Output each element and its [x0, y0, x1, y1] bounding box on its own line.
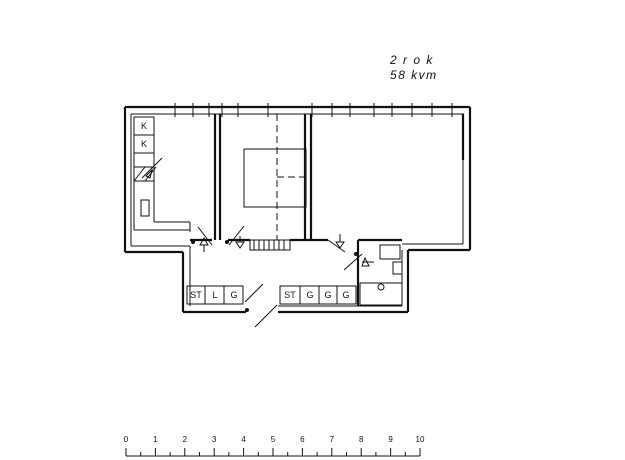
windows [174, 103, 453, 117]
scale-tick-label: 5 [271, 435, 276, 444]
doors [191, 225, 374, 328]
kitchen-cabinet-label: K [141, 121, 147, 131]
closet-right: ST G G G [279, 285, 357, 305]
closet-left: ST L G [186, 285, 244, 305]
scale-tick-label: 0 [124, 435, 129, 444]
scale-tick-label: 4 [241, 435, 246, 444]
scale-tick-label: 3 [212, 435, 217, 444]
closet-label: G [306, 290, 313, 300]
scale-tick-label: 8 [359, 435, 364, 444]
kitchen-cabinet-label: K [141, 139, 147, 149]
scale-tick-label: 2 [183, 435, 188, 444]
scale-bar: 0 1 2 3 4 5 6 7 8 9 10 [124, 435, 425, 457]
kitchen: K K [133, 116, 191, 232]
room-count-label: 2 r o k [389, 53, 434, 67]
outer-walls [123, 105, 472, 314]
scale-tick-label: 6 [300, 435, 305, 444]
closet-label: G [342, 290, 349, 300]
scale-tick-label: 9 [388, 435, 393, 444]
bed [243, 114, 307, 240]
area-label: 58 kvm [390, 68, 438, 82]
bathroom [359, 244, 403, 306]
closet-label: L [212, 290, 217, 300]
closet-label: ST [190, 290, 202, 300]
scale-tick-label: 1 [153, 435, 158, 444]
radiator [249, 239, 291, 251]
scale-tick-label: 10 [416, 435, 425, 444]
closet-label: G [324, 290, 331, 300]
closet-label: G [230, 290, 237, 300]
closet-label: ST [284, 290, 296, 300]
scale-tick-label: 7 [330, 435, 335, 444]
interior-walls [190, 114, 402, 306]
